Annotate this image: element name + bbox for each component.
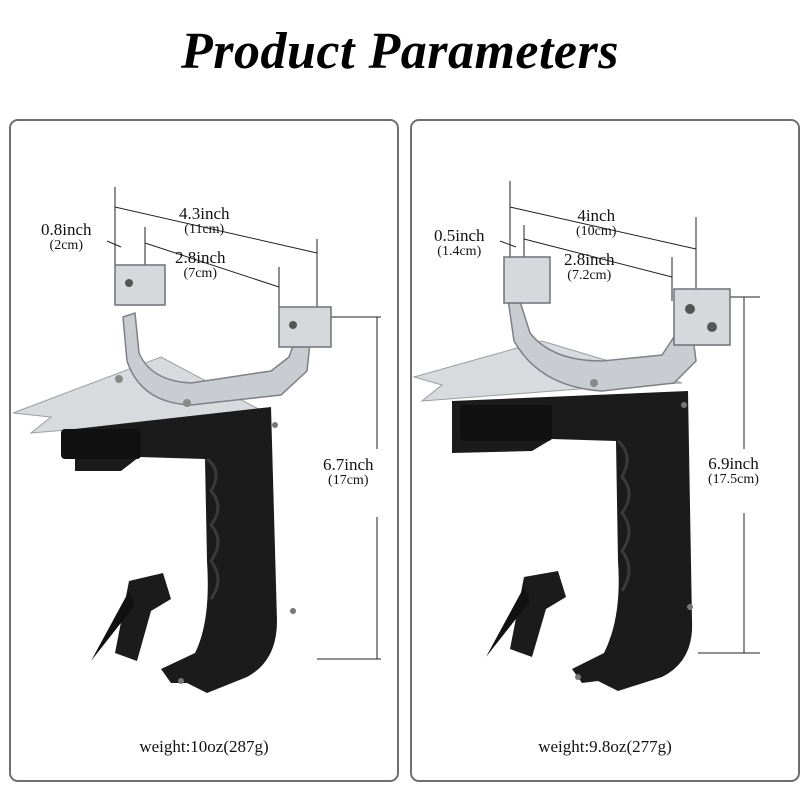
dim-outer-width: 4inch (10cm) (576, 206, 617, 239)
dim-height: 6.9inch (17.5cm) (708, 454, 759, 487)
weight-label: weight:9.8oz(277g) (538, 737, 672, 756)
dim-inner-width: 2.8inch (7cm) (175, 248, 226, 281)
laser-shape (460, 405, 552, 441)
product-panel-left: 0.8inch (2cm) 4.3inch (11cm) 2.8inch (7c… (9, 119, 399, 782)
dim-outer-width: 4.3inch (11cm) (179, 204, 230, 237)
dim-band-width: 0.8inch (2cm) (41, 220, 92, 253)
fork-shape (122, 311, 312, 406)
dim-band-width: 0.5inch (1.4cm) (434, 226, 485, 259)
product-image-slingshot-2 (412, 181, 760, 691)
page-title: Product Parameters (181, 23, 619, 80)
left-clamp-shape (503, 256, 551, 304)
fork-shape (507, 294, 697, 392)
dim-height: 6.7inch (17cm) (323, 455, 374, 488)
dimension-lines (499, 181, 760, 654)
right-clamp-shape (673, 288, 731, 346)
dim-inner-width: 2.8inch (7.2cm) (564, 250, 615, 283)
grip-shape (452, 391, 693, 691)
product-panel-right: 0.5inch (1.4cm) 4inch (10cm) 2.8inch (7.… (410, 119, 800, 782)
left-clamp-shape (114, 264, 166, 306)
dimension-lines (106, 187, 381, 660)
weight-label: weight:10oz(287g) (139, 737, 269, 756)
right-clamp-shape (278, 306, 332, 348)
laser-shape (61, 429, 141, 459)
grip-shape (75, 407, 277, 693)
product-image-slingshot-1 (12, 187, 381, 693)
